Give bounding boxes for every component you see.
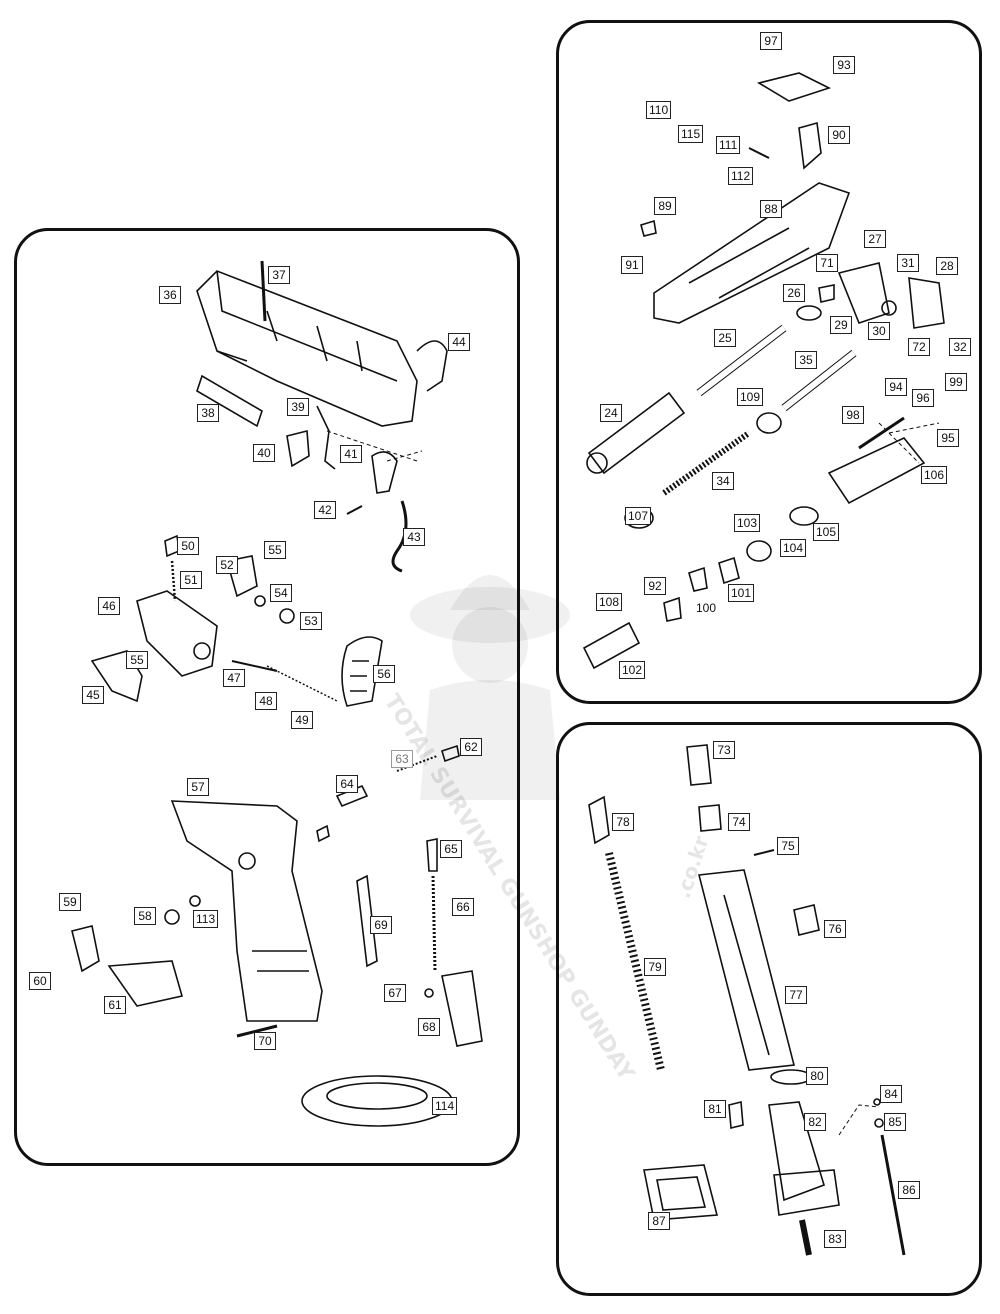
part-label: 55	[264, 541, 286, 559]
part-label: 111	[716, 136, 741, 154]
part-label: 29	[830, 316, 852, 334]
part-label: 93	[833, 56, 855, 74]
part-label: 63	[391, 750, 413, 768]
part-label: 24	[600, 404, 622, 422]
part-label: 92	[644, 577, 666, 595]
part-label: 50	[177, 537, 199, 555]
part-label: 85	[884, 1113, 906, 1131]
part-label: 57	[187, 778, 209, 796]
part-label: 100	[696, 601, 717, 615]
part-label: 81	[704, 1100, 726, 1118]
part-label: 95	[937, 429, 959, 447]
part-label: 58	[134, 907, 156, 925]
part-label: 41	[340, 445, 362, 463]
part-label: 48	[255, 692, 277, 710]
part-label: 49	[291, 711, 313, 729]
part-label: 88	[760, 200, 782, 218]
part-label: 69	[370, 916, 392, 934]
part-label: 56	[373, 665, 395, 683]
part-label: 103	[734, 514, 761, 532]
part-label: 114	[432, 1097, 458, 1115]
part-label: 46	[98, 597, 120, 615]
part-label: 102	[619, 661, 646, 679]
part-label: 52	[216, 556, 238, 574]
part-label: 55	[126, 651, 148, 669]
part-label: 59	[59, 893, 81, 911]
part-label: 113	[193, 910, 219, 928]
part-label: 80	[806, 1067, 828, 1085]
part-label: 61	[104, 996, 126, 1014]
part-label: 36	[159, 286, 181, 304]
part-label: 108	[596, 593, 623, 611]
part-label: 115	[678, 125, 704, 143]
part-label: 84	[880, 1085, 902, 1103]
part-label: 110	[646, 101, 672, 119]
part-label: 54	[270, 584, 292, 602]
part-label: 44	[448, 333, 470, 351]
part-label: 31	[897, 254, 919, 272]
part-label: 104	[780, 539, 807, 557]
part-label: 68	[418, 1018, 440, 1036]
part-label: 78	[612, 813, 634, 831]
part-label: 60	[29, 972, 51, 990]
gunday-mascot-icon	[410, 575, 570, 800]
part-label: 51	[180, 571, 202, 589]
part-label: 35	[795, 351, 817, 369]
part-label: 99	[945, 373, 967, 391]
part-label: 72	[908, 338, 930, 356]
part-label: 28	[936, 257, 958, 275]
part-label: 64	[336, 775, 358, 793]
part-label: 90	[828, 126, 850, 144]
part-label: 42	[314, 501, 336, 519]
part-label: 43	[403, 528, 425, 546]
part-label: 98	[842, 406, 864, 424]
part-label: 86	[898, 1181, 920, 1199]
part-label: 79	[644, 958, 666, 976]
part-label: 106	[921, 466, 948, 484]
part-label: 97	[760, 32, 782, 50]
part-label: 73	[713, 741, 735, 759]
part-label: 62	[460, 738, 482, 756]
part-label: 96	[912, 389, 934, 407]
part-label: 39	[287, 398, 309, 416]
part-label: 25	[714, 329, 736, 347]
part-label: 53	[300, 612, 322, 630]
part-label: 76	[824, 920, 846, 938]
part-label: 75	[777, 837, 799, 855]
part-label: 83	[824, 1230, 846, 1248]
part-label: 101	[728, 584, 755, 602]
part-label: 77	[785, 986, 807, 1004]
part-label: 40	[253, 444, 275, 462]
part-label: 87	[648, 1212, 670, 1230]
part-label: 66	[452, 898, 474, 916]
part-label: 45	[82, 686, 104, 704]
part-label: 38	[197, 404, 219, 422]
part-label: 32	[949, 338, 971, 356]
part-label: 26	[783, 284, 805, 302]
part-label: 94	[885, 378, 907, 396]
part-label: 105	[813, 523, 840, 541]
part-label: 89	[654, 197, 676, 215]
part-label: 47	[223, 669, 245, 687]
part-label: 34	[712, 472, 734, 490]
part-label: 91	[621, 256, 643, 274]
part-label: 30	[868, 322, 890, 340]
part-label: 74	[728, 813, 750, 831]
part-label: 27	[864, 230, 886, 248]
part-label: 107	[625, 507, 652, 525]
part-label: 112	[728, 167, 754, 185]
part-label: 65	[440, 840, 462, 858]
part-label: 37	[268, 266, 290, 284]
watermark-logo	[370, 520, 630, 820]
part-label: 70	[254, 1032, 276, 1050]
part-label: 109	[737, 388, 764, 406]
part-label: 71	[816, 254, 838, 272]
part-label: 82	[804, 1113, 826, 1131]
part-label: 67	[384, 984, 406, 1002]
